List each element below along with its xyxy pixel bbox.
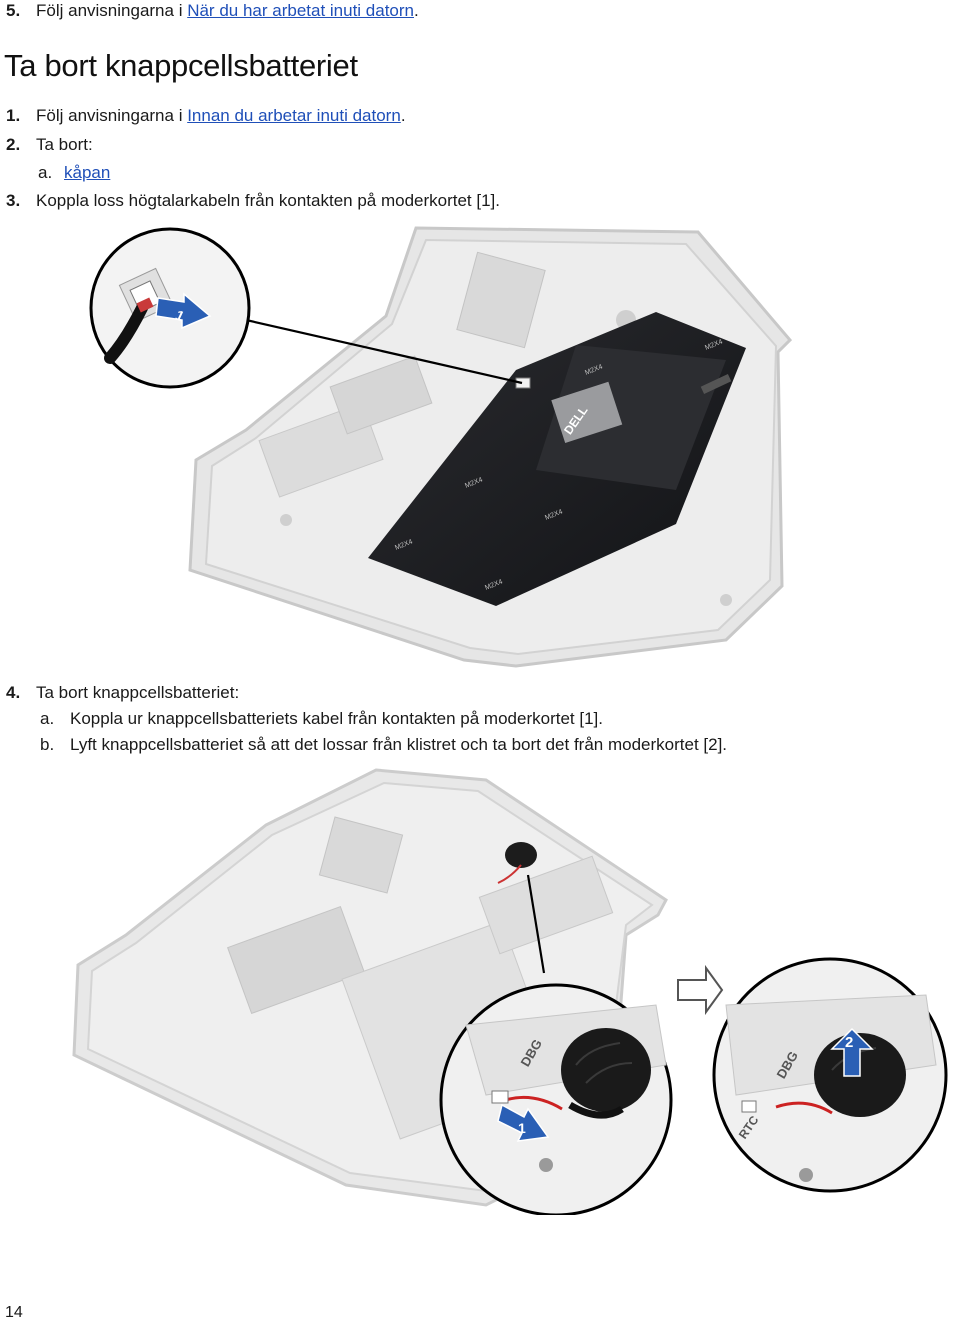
link-before-working[interactable]: Innan du arbetar inuti datorn bbox=[187, 106, 401, 125]
step-text: Följ anvisningarna i bbox=[36, 106, 188, 125]
page-number: 14 bbox=[5, 1304, 23, 1321]
step-4a: a. Koppla ur knappcellsbatteriets kabel f… bbox=[40, 708, 603, 730]
figure-coin-cell: DBG 1 DBG RTC 2 bbox=[72, 768, 948, 1215]
prev-step: 5. Följ anvisningarna i När du har arbeta… bbox=[6, 0, 419, 22]
arrow-icon bbox=[155, 292, 212, 330]
sub-letter: a. bbox=[40, 709, 55, 728]
step-text: Koppla ur knappcellsbatteriets kabel frå… bbox=[70, 709, 603, 728]
step-2: 2. Ta bort: bbox=[6, 134, 93, 156]
step-number: 2. bbox=[6, 135, 21, 154]
step-text: Följ anvisningarna i bbox=[36, 1, 188, 20]
step-suffix: . bbox=[400, 106, 406, 125]
arrow-icon bbox=[497, 1103, 550, 1142]
coin-cell bbox=[561, 1028, 651, 1112]
step-4b: b. Lyft knappcellsbatteriet så att det lo… bbox=[40, 734, 727, 756]
leader-line bbox=[245, 318, 523, 385]
speaker-connector bbox=[515, 377, 531, 389]
section-title: Ta bort knappcellsbatteriet bbox=[4, 48, 358, 83]
zoom-inset-disconnect: DBG 1 bbox=[439, 983, 673, 1215]
battery: DELL M2X4 M2X4 M2X4 M2X4 M2X4 M2X4 bbox=[368, 312, 746, 606]
callout-number: 2 bbox=[845, 1034, 853, 1051]
step-text: Koppla loss högtalarkabeln från kontakte… bbox=[36, 191, 501, 210]
step-1: 1. Följ anvisningarna i Innan du arbetar … bbox=[6, 105, 406, 127]
step-number: 3. bbox=[6, 191, 21, 210]
coin-cell bbox=[505, 842, 537, 868]
arrow-up-icon bbox=[830, 1027, 874, 1077]
step-3: 3. Koppla loss högtalarkabeln från kontak… bbox=[6, 190, 500, 212]
link-cover[interactable]: kåpan bbox=[64, 163, 111, 182]
step-4: 4. Ta bort knappcellsbatteriet: bbox=[6, 682, 239, 704]
step-text: Ta bort: bbox=[36, 135, 93, 154]
step-suffix: . bbox=[414, 1, 419, 20]
zoom-inset: 1 bbox=[89, 227, 251, 389]
link-after-working[interactable]: När du har arbetat inuti datorn bbox=[187, 1, 415, 20]
sub-letter: a. bbox=[38, 163, 53, 182]
step-text: Lyft knappcellsbatteriet så att det loss… bbox=[70, 735, 728, 754]
step-2a: a. kåpan bbox=[38, 162, 110, 184]
next-step-arrow-icon bbox=[677, 964, 724, 1016]
callout-number: 1 bbox=[518, 1120, 526, 1136]
step-number: 4. bbox=[6, 683, 21, 702]
leader-line bbox=[526, 874, 546, 974]
step-number: 1. bbox=[6, 106, 21, 125]
sub-letter: b. bbox=[40, 735, 55, 754]
step-text: Ta bort knappcellsbatteriet: bbox=[36, 683, 240, 702]
step-number: 5. bbox=[6, 1, 21, 20]
zoom-inset-lift: DBG RTC 2 bbox=[712, 957, 948, 1193]
figure-speaker-cable: DELL M2X4 M2X4 M2X4 M2X4 M2X4 M2X4 1 bbox=[89, 226, 793, 668]
